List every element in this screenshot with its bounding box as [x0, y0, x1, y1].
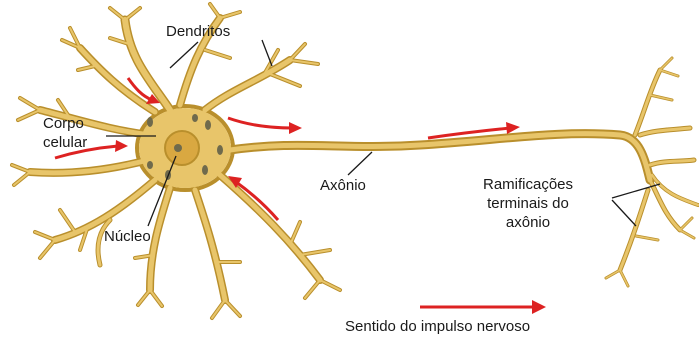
- label-dendritos: Dendritos: [166, 23, 230, 40]
- leader-dendritos-right: [262, 40, 272, 66]
- impulse-arrows: [55, 78, 536, 307]
- label-corpo-line1: Corpo: [43, 115, 84, 132]
- label-corpo-line2: celular: [43, 134, 87, 151]
- label-ramificacoes-line3: axônio: [468, 214, 588, 231]
- label-nucleo: Núcleo: [104, 228, 151, 245]
- legend-arrowhead: [532, 300, 546, 314]
- arrowhead: [289, 122, 302, 134]
- neuron-shape: [12, 4, 698, 318]
- leader-axonio: [348, 152, 372, 175]
- arrowhead: [506, 122, 520, 134]
- arrowhead: [115, 140, 128, 152]
- neuron-outline: [12, 4, 698, 318]
- leader-ramif-2: [612, 200, 636, 226]
- legend-label: Sentido do impulso nervoso: [345, 318, 530, 335]
- nucleolus: [174, 144, 182, 152]
- label-axonio: Axônio: [320, 177, 366, 194]
- label-ramificacoes-line2: terminais do: [468, 195, 588, 212]
- label-ramificacoes-line1: Ramificações: [468, 176, 588, 193]
- neuron-fill: [12, 4, 698, 318]
- impulse-arrow: [228, 118, 292, 128]
